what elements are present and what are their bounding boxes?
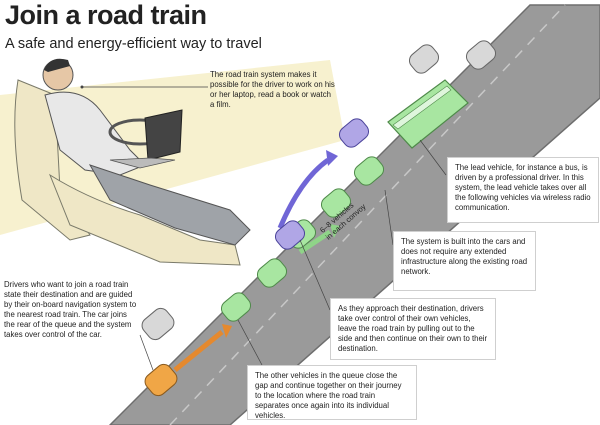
leave-arrow (277, 157, 330, 229)
road-lane-line (169, 4, 566, 425)
bus-icon (387, 79, 469, 149)
convoy-car (220, 292, 252, 322)
other-vehicles-callout: The other vehicles in the queue close th… (247, 365, 417, 420)
join-callout-pointer (139, 334, 154, 371)
convoy-car (320, 188, 352, 218)
driver-illustration (14, 58, 251, 266)
join-arrow (173, 330, 224, 372)
leaving-car (274, 220, 306, 250)
system-callout: The system is built into the cars and do… (393, 231, 536, 291)
page-title: Join a road train (5, 0, 207, 30)
convoy-car (256, 258, 288, 288)
page-subtitle: A safe and energy-efficient way to trave… (5, 36, 262, 52)
other-car (408, 44, 440, 74)
other-car (465, 40, 497, 70)
lead-callout-pointer (419, 139, 447, 176)
join-callout: Drivers who want to join a road train st… (4, 280, 137, 339)
laptop-icon (144, 109, 183, 161)
other-callout-pointer (237, 319, 263, 366)
approach-callout-pointer (299, 239, 331, 311)
system-callout-pointer (384, 189, 394, 246)
joining-car (144, 363, 178, 397)
approach-callout: As they approach their destination, driv… (330, 298, 496, 360)
leaving-car (338, 118, 370, 148)
convoy-car (353, 156, 385, 186)
driver-legs (88, 164, 251, 246)
close-gap-arrow (298, 229, 332, 255)
lead-vehicle-callout: The lead vehicle, for instance a bus, is… (447, 157, 599, 223)
other-car (141, 307, 175, 341)
driver-callout: The road train system makes it possible … (210, 70, 335, 109)
